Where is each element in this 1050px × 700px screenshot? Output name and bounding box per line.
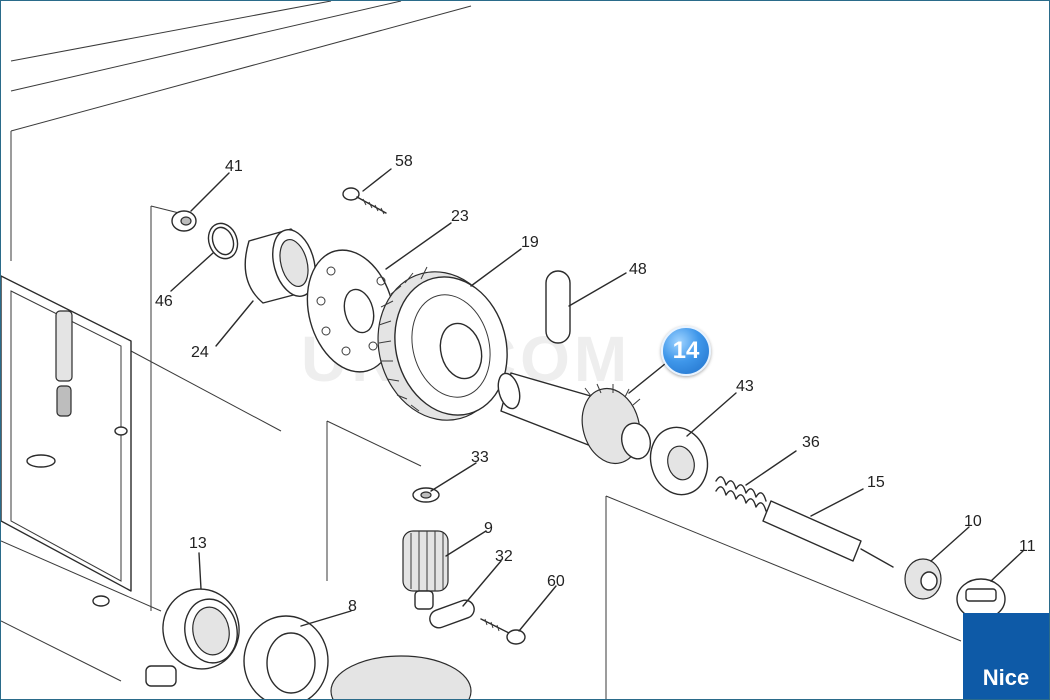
part-41-bush bbox=[171, 210, 197, 232]
part-8-gear bbox=[145, 615, 472, 699]
callout-48: 48 bbox=[629, 261, 647, 278]
callout-11: 11 bbox=[1019, 538, 1036, 555]
part-36-spring bbox=[715, 476, 767, 512]
part-13-ring bbox=[162, 588, 240, 670]
callout-24: 24 bbox=[191, 344, 209, 361]
part-9-pinion bbox=[402, 530, 449, 610]
part-10-nut bbox=[904, 558, 942, 600]
part-46-circlip bbox=[207, 222, 239, 260]
callout-13: 13 bbox=[189, 535, 207, 552]
part-58-screw bbox=[342, 187, 387, 215]
callout-46: 46 bbox=[155, 293, 173, 310]
callout-41: 41 bbox=[225, 158, 243, 175]
callout-10: 10 bbox=[964, 513, 982, 530]
callout-labels: 41 58 23 19 48 46 24 43 36 15 33 9 32 60… bbox=[155, 153, 1036, 615]
part-32-key bbox=[429, 599, 475, 629]
callout-60: 60 bbox=[547, 573, 565, 590]
part-11-cap bbox=[956, 578, 1006, 620]
callout-8: 8 bbox=[348, 598, 357, 615]
callout-32: 32 bbox=[495, 548, 513, 565]
callout-23: 23 bbox=[451, 208, 469, 225]
part-43-bearing bbox=[649, 426, 709, 496]
motor-housing bbox=[1, 275, 132, 607]
part-15-pin bbox=[762, 500, 894, 568]
part-60-screw bbox=[480, 618, 526, 645]
brand-name: Nice bbox=[982, 665, 1030, 690]
callout-9: 9 bbox=[484, 520, 493, 537]
callout-33: 33 bbox=[471, 449, 489, 466]
drive-shaft bbox=[497, 372, 652, 465]
callout-58: 58 bbox=[395, 153, 413, 170]
callout-43: 43 bbox=[736, 378, 754, 395]
part-48-key bbox=[545, 270, 571, 344]
callout-36: 36 bbox=[802, 434, 820, 451]
callout-15: 15 bbox=[867, 474, 885, 491]
part-24-bearing-sleeve bbox=[244, 228, 316, 304]
brand-logo: Nice bbox=[963, 613, 1049, 699]
part-19-main-gear bbox=[377, 266, 508, 421]
part-33-washer bbox=[412, 487, 440, 503]
selected-part-marker-14[interactable]: 14 bbox=[661, 326, 711, 376]
callout-19: 19 bbox=[521, 234, 539, 251]
housing-outline-lines bbox=[1, 1, 962, 699]
part-23-plate bbox=[306, 249, 396, 373]
